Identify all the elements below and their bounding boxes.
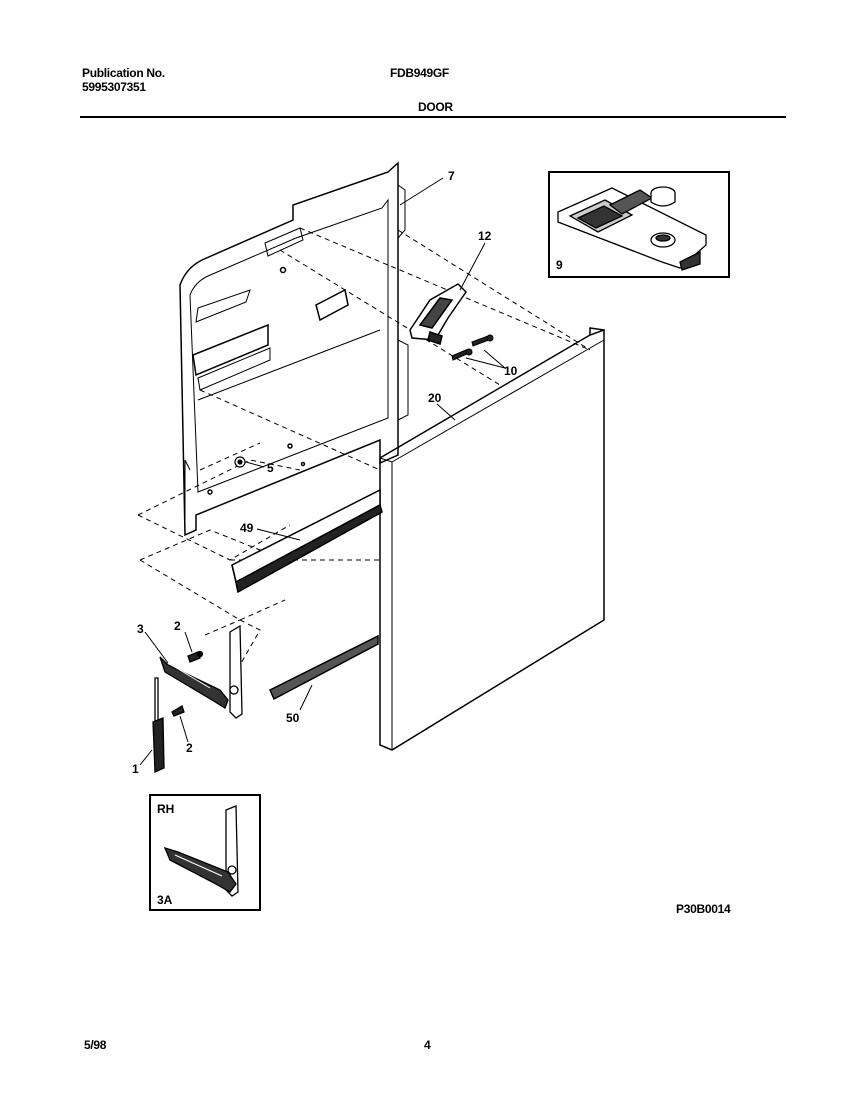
- callout-3a: 3A: [157, 893, 173, 907]
- callout-20: 20: [428, 391, 442, 405]
- nut: [234, 456, 246, 468]
- callout-1: 1: [132, 762, 139, 776]
- publication-number: 5995307351: [82, 80, 146, 94]
- callout-2-lower: 2: [186, 741, 193, 755]
- callout-50: 50: [286, 711, 300, 725]
- callout-7: 7: [448, 169, 455, 183]
- dispenser-inset: [548, 171, 730, 278]
- print-date: 5/98: [84, 1038, 107, 1052]
- callout-3: 3: [137, 622, 144, 636]
- section-title: DOOR: [418, 100, 453, 114]
- vent-strip: [231, 488, 383, 594]
- callout-49: 49: [240, 521, 254, 535]
- callout-5: 5: [267, 461, 274, 475]
- inner-door-frame: [179, 161, 409, 537]
- leader-lines: [139, 177, 506, 766]
- hinge-rh-inset: [149, 794, 261, 911]
- callout-9: 9: [556, 258, 563, 272]
- callout-12: 12: [478, 229, 492, 243]
- callout-10: 10: [504, 364, 518, 378]
- inset-side-label: RH: [157, 802, 174, 816]
- latch-screws: [451, 334, 494, 361]
- header-rule: [80, 116, 786, 118]
- figure-code: P30B0014: [676, 902, 731, 916]
- model-number: FDB949GF: [390, 66, 449, 80]
- bottom-gasket: [269, 634, 379, 701]
- publication-label: Publication No.: [82, 66, 165, 80]
- door-latch: [409, 283, 467, 345]
- outer-door-panel: [379, 327, 605, 751]
- hinge-assembly: [152, 624, 243, 773]
- callout-2-upper: 2: [174, 619, 181, 633]
- page-number: 4: [424, 1038, 431, 1052]
